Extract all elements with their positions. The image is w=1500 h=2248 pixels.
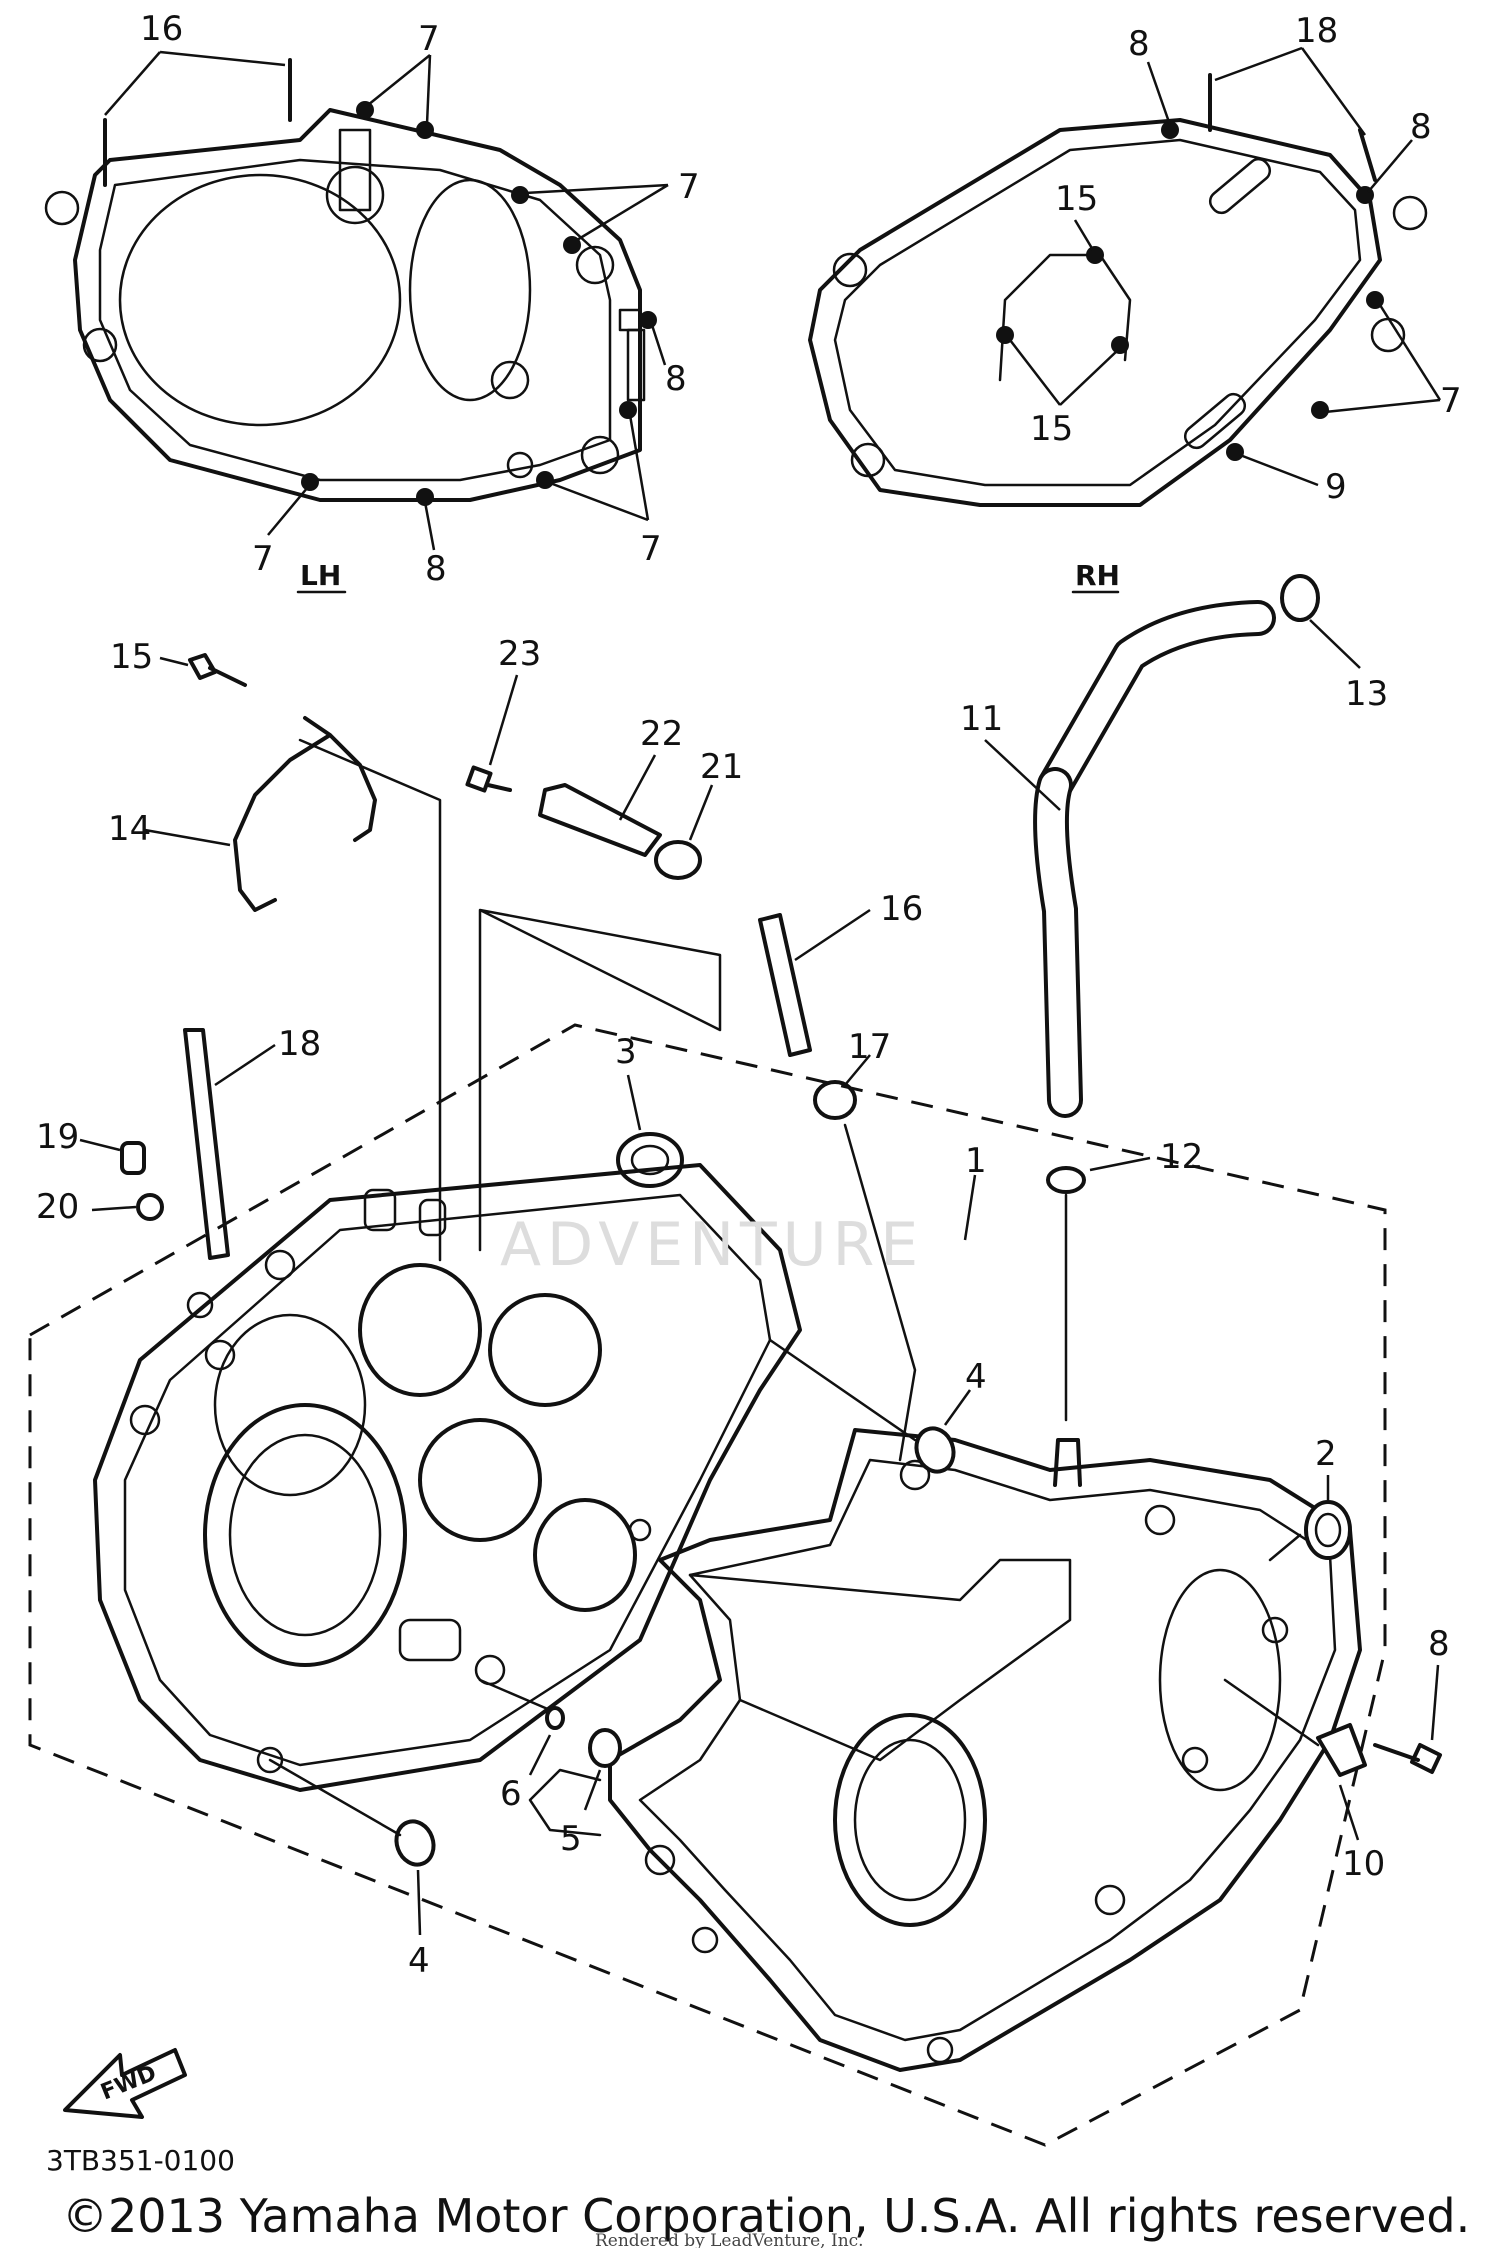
callout-8-bolt: 8: [1428, 1624, 1450, 1664]
callout-20-nut: 20: [36, 1187, 79, 1227]
callout-16-stud: 16: [880, 889, 923, 929]
callout-23-screw: 23: [498, 634, 541, 674]
rh-callout-15-bottom: 15: [1030, 409, 1073, 449]
lh-callout-8-bottom: 8: [425, 549, 447, 589]
crankcase-assembly: [28, 1023, 1387, 2147]
rh-callout-18: 18: [1295, 11, 1338, 51]
lh-callout-7-right: 7: [678, 167, 700, 207]
callout-21-bushing: 21: [700, 747, 743, 787]
lh-callout-7-top: 7: [418, 19, 440, 59]
callout-22-plate: 22: [640, 714, 683, 754]
rh-callout-7: 7: [1440, 381, 1462, 421]
callout-17-cap: 17: [848, 1027, 891, 1067]
rh-side-label: RH: [1075, 559, 1120, 592]
callout-10-clamp: 10: [1342, 1844, 1385, 1884]
callout-4-dowel-lower: 4: [408, 1941, 430, 1981]
callout-5-dowel: 5: [560, 1819, 582, 1859]
callout-2-seal: 2: [1315, 1434, 1337, 1474]
callout-4-dowel-upper: 4: [965, 1357, 987, 1397]
rendered-by-notice: Rendered by LeadVenture, Inc.: [595, 2231, 864, 2248]
fwd-arrow: FWD: [63, 2048, 187, 2119]
lh-callout-7-bottom-left: 7: [252, 539, 274, 579]
rh-callout-8-top: 8: [1128, 24, 1150, 64]
rh-callout-15-top: 15: [1055, 179, 1098, 219]
copyright-notice: ©2013 Yamaha Motor Corporation, U.S.A. A…: [62, 2189, 1470, 2243]
callout-6-oring: 6: [500, 1774, 522, 1814]
watermark: ADVENTURE: [500, 1210, 924, 1280]
diagram-code: 3TB351-0100: [46, 2144, 235, 2177]
lh-crankcase-gasket: 16 7 7 8 7 8 7 LH: [44, 9, 700, 594]
lh-callout-7-bottom-right: 7: [640, 529, 662, 569]
callout-13-clip: 13: [1345, 674, 1388, 714]
callout-15-screw: 15: [110, 637, 153, 677]
rh-callout-8-right: 8: [1410, 107, 1432, 147]
callout-3-bearing: 3: [615, 1032, 637, 1072]
callout-11-hose: 11: [960, 699, 1003, 739]
callout-1-crankcase: 1: [965, 1141, 987, 1181]
callout-18-stud: 18: [278, 1024, 321, 1064]
rh-crankcase-gasket: 8 18 8 15 15 7 9 RH: [808, 11, 1462, 594]
callout-12-clip: 12: [1160, 1137, 1203, 1177]
lower-loose-parts: 4 4 5 6 2 8 10: [268, 1338, 1450, 1981]
lh-side-label: LH: [300, 559, 341, 592]
rh-callout-9: 9: [1325, 467, 1347, 507]
lh-callout-16: 16: [140, 9, 183, 49]
callout-14-bracket: 14: [108, 809, 151, 849]
callout-19-dowel: 19: [36, 1117, 79, 1157]
loose-parts: 15 14 23 22 21 11 13 12 16: [36, 574, 1388, 1462]
lh-callout-8-right: 8: [665, 359, 687, 399]
